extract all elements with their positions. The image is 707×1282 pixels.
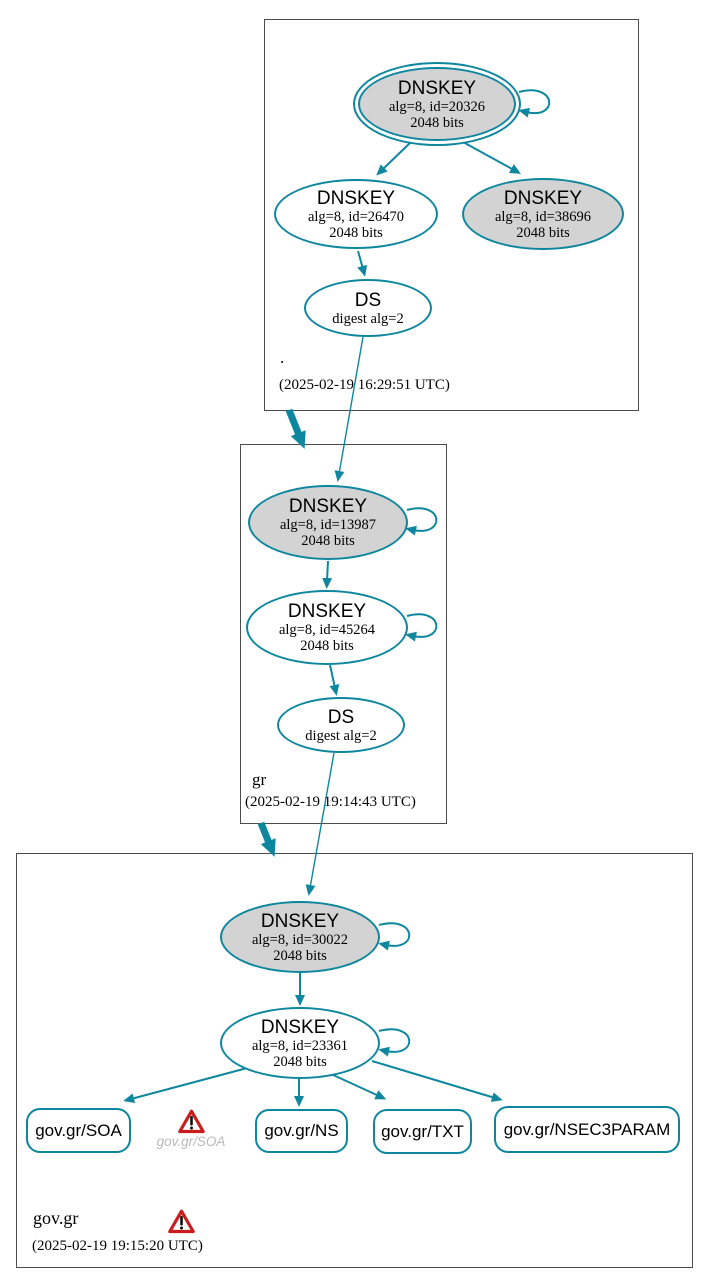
zone-label-root: . bbox=[280, 348, 285, 367]
node-title: DNSKEY bbox=[260, 910, 340, 932]
node-detail: alg=8, id=30022 bbox=[251, 931, 349, 948]
edge-root-zsk-to-ds bbox=[357, 250, 368, 277]
rrset-label: gov.gr/NSEC3PARAM bbox=[503, 1119, 671, 1139]
warning-icon-govgr-zone[interactable] bbox=[168, 1209, 195, 1234]
node-detail: alg=8, id=23361 bbox=[251, 1037, 349, 1054]
node-title: DNSKEY bbox=[260, 1016, 340, 1038]
zone-timestamp-root: (2025-02-19 16:29:51 UTC) bbox=[279, 377, 450, 393]
edge-govgr-zsk-to-txt bbox=[330, 1073, 387, 1100]
rrset-node-ns[interactable]: gov.gr/NS bbox=[255, 1109, 348, 1153]
zone-label-govgr: gov.gr bbox=[33, 1208, 79, 1228]
self-loop-govgr-zsk bbox=[378, 1028, 411, 1057]
zone-box-govgr bbox=[16, 853, 693, 1268]
rrset-label: gov.gr/SOA bbox=[35, 1120, 122, 1140]
rrset-node-soa[interactable]: gov.gr/SOA bbox=[26, 1108, 131, 1153]
node-detail: alg=8, id=38696 bbox=[494, 208, 592, 225]
warning-icon-soa[interactable] bbox=[178, 1109, 205, 1134]
node-detail: alg=8, id=20326 bbox=[388, 98, 486, 115]
dnskey-node-gr-ksk[interactable]: DNSKEY alg=8, id=13987 2048 bits bbox=[248, 485, 408, 560]
node-detail: 2048 bits bbox=[516, 224, 570, 241]
edge-gr-ds-to-govgr-ksk bbox=[305, 752, 335, 896]
dnskey-node-root-ksk[interactable]: DNSKEY alg=8, id=20326 2048 bits bbox=[353, 62, 521, 146]
node-title: DNSKEY bbox=[503, 187, 583, 209]
node-detail: 2048 bits bbox=[300, 638, 354, 654]
dnskey-node-root-ksk-inner: DNSKEY alg=8, id=20326 2048 bits bbox=[358, 67, 516, 141]
node-detail: alg=8, id=26470 bbox=[307, 208, 405, 225]
rrset-label: gov.gr/NS bbox=[264, 1121, 339, 1140]
edge-gr-ksk-to-zsk bbox=[322, 560, 333, 589]
edge-gr-zsk-to-ds bbox=[329, 664, 340, 696]
ds-node-gr[interactable]: DS digest alg=2 bbox=[277, 697, 405, 753]
self-loop-gr-zsk bbox=[405, 613, 438, 642]
node-detail: 2048 bits bbox=[301, 533, 355, 549]
node-detail: alg=8, id=45264 bbox=[278, 622, 376, 638]
zone-timestamp-govgr: (2025-02-19 19:15:20 UTC) bbox=[32, 1238, 203, 1254]
zone-label-gr: gr bbox=[252, 770, 267, 789]
dnskey-node-govgr-ksk[interactable]: DNSKEY alg=8, id=30022 2048 bits bbox=[220, 901, 380, 973]
node-detail: digest alg=2 bbox=[332, 310, 404, 327]
ghost-label-soa: gov.gr/SOA bbox=[156, 1134, 226, 1149]
node-title: DNSKEY bbox=[316, 187, 396, 209]
node-title: DNSKEY bbox=[287, 601, 367, 622]
zone-box-root bbox=[264, 19, 639, 411]
rrset-node-txt[interactable]: gov.gr/TXT bbox=[373, 1109, 472, 1154]
dnskey-node-root-zsk[interactable]: DNSKEY alg=8, id=26470 2048 bits bbox=[274, 179, 438, 249]
rrset-label: gov.gr/TXT bbox=[381, 1121, 464, 1141]
delegation-arrow-root-to-gr bbox=[285, 408, 306, 449]
node-detail: digest alg=2 bbox=[305, 727, 377, 744]
edge-govgr-zsk-to-soa bbox=[123, 1066, 252, 1104]
node-title: DNSKEY bbox=[397, 77, 477, 99]
self-loop-root-ksk bbox=[518, 89, 551, 118]
node-title: DS bbox=[354, 289, 382, 311]
self-loop-govgr-ksk bbox=[378, 922, 411, 951]
dnskey-node-gr-zsk[interactable]: DNSKEY alg=8, id=45264 2048 bits bbox=[246, 590, 408, 665]
node-title: DS bbox=[327, 706, 355, 728]
node-detail: 2048 bits bbox=[410, 114, 464, 131]
edge-root-ksk-to-zsk bbox=[376, 141, 412, 176]
node-title: DNSKEY bbox=[288, 496, 368, 517]
ds-node-root[interactable]: DS digest alg=2 bbox=[304, 279, 432, 337]
edge-govgr-zsk-to-nsec3param bbox=[371, 1060, 503, 1102]
node-detail: 2048 bits bbox=[329, 224, 383, 241]
dnskey-node-govgr-zsk[interactable]: DNSKEY alg=8, id=23361 2048 bits bbox=[220, 1007, 380, 1079]
node-detail: 2048 bits bbox=[273, 947, 327, 964]
self-loop-gr-ksk bbox=[405, 507, 438, 536]
dnskey-node-root-key38696[interactable]: DNSKEY alg=8, id=38696 2048 bits bbox=[462, 178, 624, 250]
rrset-node-nsec3param[interactable]: gov.gr/NSEC3PARAM bbox=[494, 1106, 680, 1153]
delegation-arrow-gr-to-govgr bbox=[257, 821, 276, 857]
edge-root-ds-to-gr-ksk bbox=[334, 336, 364, 482]
zone-timestamp-gr: (2025-02-19 19:14:43 UTC) bbox=[245, 794, 416, 810]
node-detail: alg=8, id=13987 bbox=[279, 517, 377, 533]
node-detail: 2048 bits bbox=[273, 1053, 327, 1070]
edge-root-ksk-to-key2 bbox=[462, 141, 522, 174]
